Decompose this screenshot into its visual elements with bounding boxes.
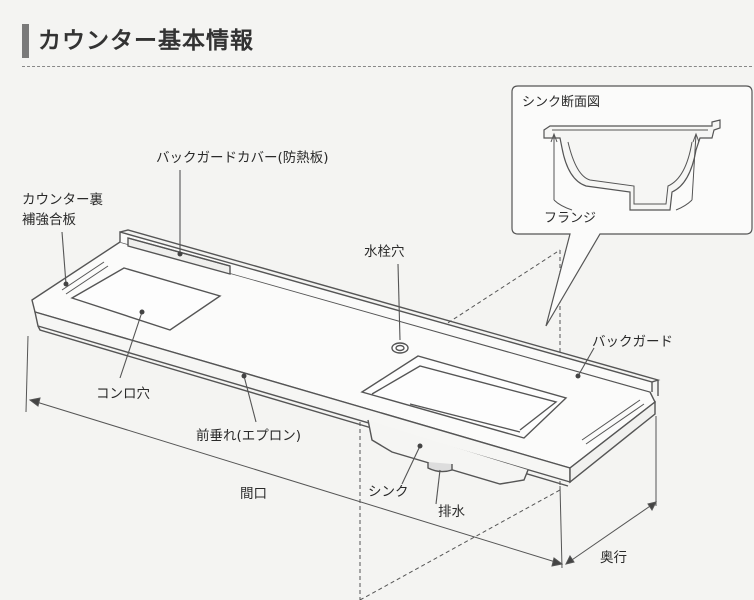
- leader-lines: [61, 170, 595, 505]
- inset-title: シンク断面図: [522, 95, 600, 110]
- label-backguard: バックガード: [592, 334, 673, 350]
- title-divider: [22, 66, 752, 67]
- width-dimension: [25, 335, 564, 569]
- label-drain: 排水: [438, 504, 465, 520]
- counter-right-end: [569, 400, 656, 484]
- label-reinforcement-line2: 補強合板: [22, 212, 76, 228]
- label-depth: 奥行: [600, 549, 627, 566]
- label-faucet-hole: 水栓穴: [364, 244, 405, 260]
- depth-dimension: [565, 416, 657, 565]
- label-apron: 前垂れ(エプロン): [196, 427, 301, 444]
- back-guard: [119, 231, 653, 392]
- label-width: 間口: [240, 486, 267, 502]
- page-title: カウンター基本情報: [38, 28, 254, 54]
- label-stove-hole: コンロ穴: [96, 386, 150, 402]
- label-flange: フランジ: [544, 211, 596, 226]
- label-sink: シンク: [368, 484, 409, 500]
- label-backguard-cover: バックガードカバー(防熱板): [156, 150, 329, 166]
- stove-hole: [70, 267, 222, 331]
- sink-section-drawing: [543, 119, 721, 211]
- reinforcement-slots: [61, 261, 645, 445]
- label-reinforcement-line1: カウンター裏: [22, 192, 103, 208]
- faucet-hole: [391, 342, 409, 354]
- sink-basin: [360, 355, 568, 439]
- title-accent-bar: [22, 24, 29, 58]
